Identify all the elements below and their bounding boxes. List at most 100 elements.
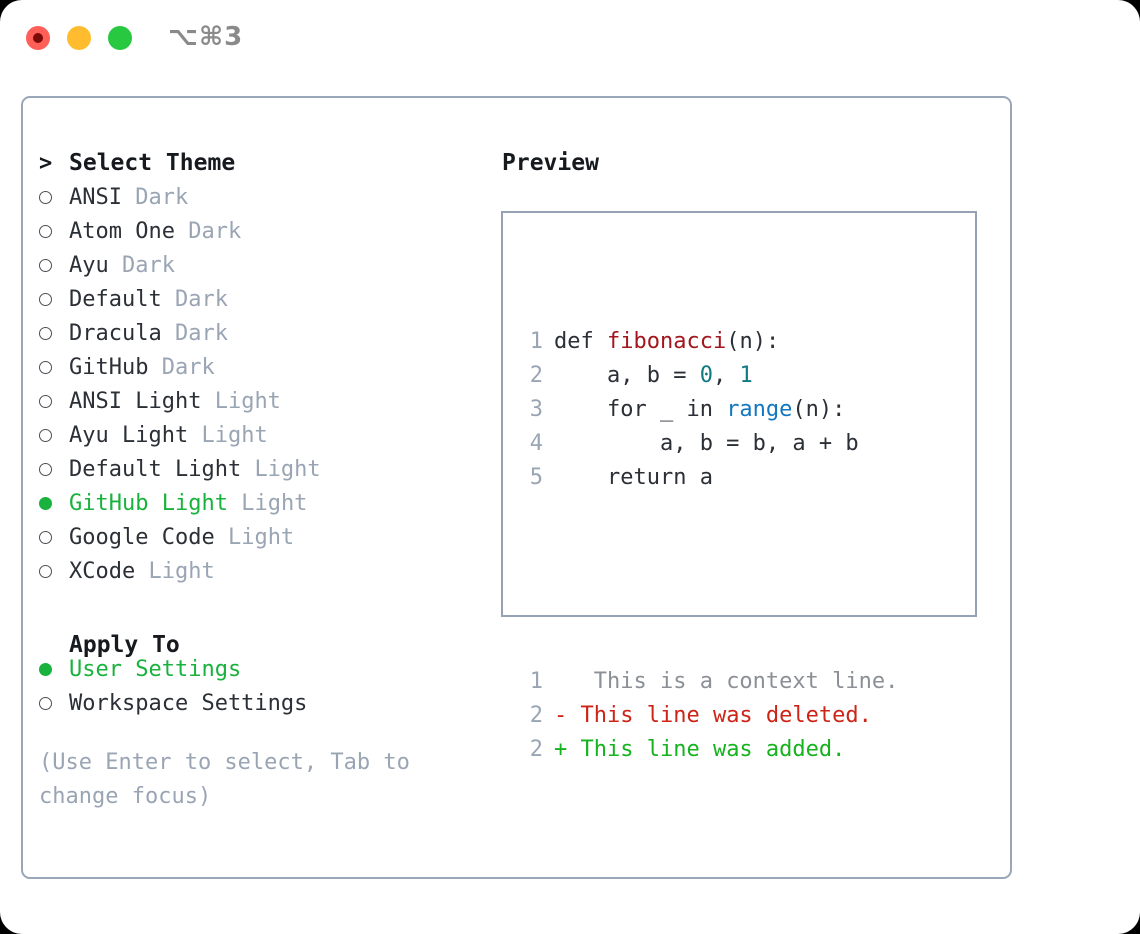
theme-name: Ayu Light — [69, 422, 189, 448]
theme-list-item[interactable]: ANSI Dark — [39, 180, 489, 214]
code-token: fibonacci — [606, 329, 727, 354]
apply-to-item[interactable]: Workspace Settings — [39, 686, 489, 720]
theme-list-item[interactable]: ANSI Light Light — [39, 384, 489, 418]
diff-marker: + — [554, 737, 568, 762]
theme-variant-label: Light — [148, 558, 215, 584]
theme-list-item[interactable]: GitHub Light Light — [39, 486, 489, 520]
theme-variant-spacer — [122, 181, 135, 215]
diff-text: This is a context line. — [567, 669, 899, 694]
theme-variant-spacer — [228, 487, 241, 521]
line-number: 2 — [529, 737, 543, 762]
theme-variant-label: Dark — [188, 218, 242, 244]
diff-lines: 1 This is a context line. 2- This line wa… — [515, 665, 975, 767]
line-number: 5 — [529, 465, 543, 490]
theme-variant-spacer — [175, 215, 188, 249]
theme-list-item[interactable]: Ayu Light Light — [39, 418, 489, 452]
theme-list-item[interactable]: Dracula Dark — [39, 316, 489, 350]
line-number: 3 — [529, 397, 543, 422]
apply-to-label: User Settings — [69, 656, 242, 682]
theme-variant-spacer — [241, 453, 254, 487]
radio-unselected-icon[interactable] — [39, 452, 69, 486]
line-number: 2 — [529, 703, 543, 728]
radio-unselected-icon[interactable] — [39, 554, 69, 588]
theme-variant-spacer — [201, 385, 214, 419]
zoom-button[interactable] — [108, 26, 132, 50]
theme-list-item[interactable]: Ayu Dark — [39, 248, 489, 282]
code-line: 2 a, b = 0, 1 — [515, 359, 975, 393]
code-token: def — [554, 329, 607, 354]
title-bar: ⌥⌘3 — [0, 0, 1140, 76]
code-token: 1 — [739, 363, 753, 388]
radio-dot — [39, 530, 52, 544]
radio-unselected-icon[interactable] — [39, 384, 69, 418]
radio-dot — [39, 462, 52, 476]
theme-variant-label: Light — [227, 524, 295, 550]
diff-line: 2+ This line was added. — [515, 733, 975, 767]
theme-list-item[interactable]: XCode Light — [39, 554, 489, 588]
radio-dot — [39, 190, 52, 204]
apply-to-item[interactable]: User Settings — [39, 652, 489, 686]
code-token: (n): — [726, 329, 780, 354]
caret-icon: > — [39, 151, 53, 176]
radio-unselected-icon[interactable] — [39, 350, 69, 384]
section-spacer — [39, 588, 489, 618]
theme-variant-spacer — [188, 419, 201, 453]
theme-variant-label: Dark — [161, 354, 215, 380]
code-token: 0 — [699, 363, 713, 388]
radio-selected-icon[interactable] — [39, 652, 69, 686]
line-number: 1 — [529, 329, 543, 354]
radio-unselected-icon[interactable] — [39, 248, 69, 282]
radio-dot — [39, 428, 52, 442]
code-line-text: a, b = b, a + b — [543, 427, 859, 461]
radio-selected-icon[interactable] — [39, 486, 69, 520]
theme-variant-label: Dark — [122, 252, 175, 278]
code-line: 3 for _ in range(n): — [515, 393, 975, 427]
theme-name: Ayu — [69, 252, 109, 278]
code-line: 4 a, b = b, a + b — [515, 427, 975, 461]
radio-unselected-icon[interactable] — [39, 418, 69, 452]
diff-line-text: + This line was added. — [543, 733, 845, 767]
radio-dot — [39, 258, 52, 272]
theme-list-item[interactable]: Default Light Light — [39, 452, 489, 486]
theme-variant-spacer — [162, 317, 175, 351]
apply-to-marker-slot — [39, 618, 69, 652]
radio-unselected-icon[interactable] — [39, 180, 69, 214]
radio-unselected-icon[interactable] — [39, 686, 69, 720]
radio-unselected-icon[interactable] — [39, 520, 69, 554]
theme-list-item[interactable]: GitHub Dark — [39, 350, 489, 384]
diff-text: This line was added. — [567, 737, 846, 762]
code-line-text: a, b = 0, 1 — [543, 359, 753, 393]
theme-variant-label: Light — [241, 490, 308, 516]
theme-variant-spacer — [162, 283, 175, 317]
theme-name: ANSI — [69, 184, 122, 210]
radio-dot — [39, 326, 52, 340]
radio-unselected-icon[interactable] — [39, 316, 69, 350]
radio-dot — [39, 360, 52, 374]
theme-variant-label: Light — [201, 422, 268, 448]
radio-unselected-icon[interactable] — [39, 282, 69, 316]
theme-list-item[interactable]: Atom One Dark — [39, 214, 489, 248]
code-line-text: for _ in range(n): — [543, 393, 845, 427]
line-number: 1 — [529, 669, 543, 694]
keyboard-hint-text: (Use Enter to select, Tab to change focu… — [39, 750, 410, 809]
code-line: 5 return a — [515, 461, 975, 495]
close-button[interactable] — [26, 26, 50, 50]
apply-to-title: Apply To — [69, 632, 180, 658]
minimize-button[interactable] — [67, 26, 91, 50]
diff-marker: - — [554, 703, 568, 728]
theme-variant-spacer — [135, 555, 148, 589]
theme-list-item[interactable]: Google Code Light — [39, 520, 489, 554]
radio-unselected-icon[interactable] — [39, 214, 69, 248]
theme-name: GitHub Light — [69, 490, 228, 516]
theme-variant-label: Dark — [174, 286, 228, 312]
line-number: 2 — [529, 363, 543, 388]
theme-name: XCode — [69, 558, 136, 584]
theme-variant-spacer — [215, 521, 228, 555]
theme-list-item[interactable]: Default Dark — [39, 282, 489, 316]
